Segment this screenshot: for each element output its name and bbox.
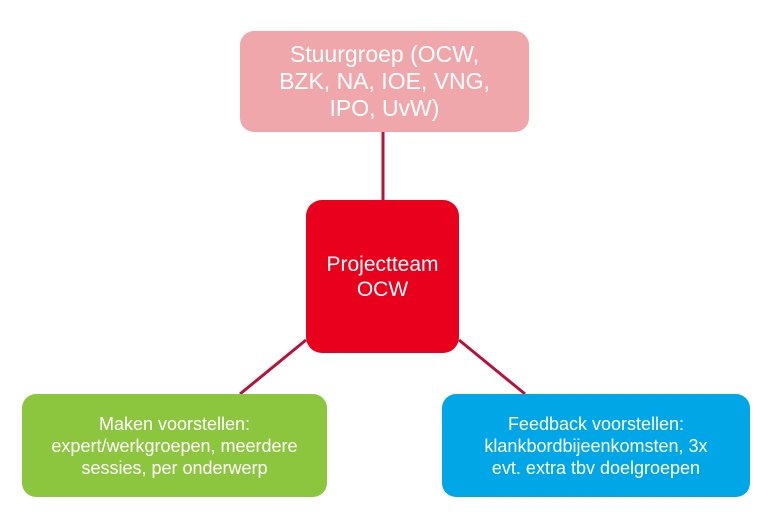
steering-group-label: Stuurgroep (OCW, BZK, NA, IOE, VNG, IPO,… [279, 41, 490, 121]
steering-group-box: Stuurgroep (OCW, BZK, NA, IOE, VNG, IPO,… [240, 31, 529, 132]
feedback-proposals-label: Feedback voorstellen: klankbordbijeenkom… [484, 413, 708, 478]
connector-center-right [458, 338, 526, 396]
connector-center-left [239, 338, 307, 396]
project-team-label: Projectteam OCW [326, 252, 439, 301]
project-team-box: Projectteam OCW [306, 200, 459, 353]
feedback-proposals-box: Feedback voorstellen: klankbordbijeenkom… [442, 394, 750, 497]
make-proposals-box: Maken voorstellen: expert/werkgroepen, m… [22, 394, 327, 497]
make-proposals-label: Maken voorstellen: expert/werkgroepen, m… [51, 413, 298, 478]
